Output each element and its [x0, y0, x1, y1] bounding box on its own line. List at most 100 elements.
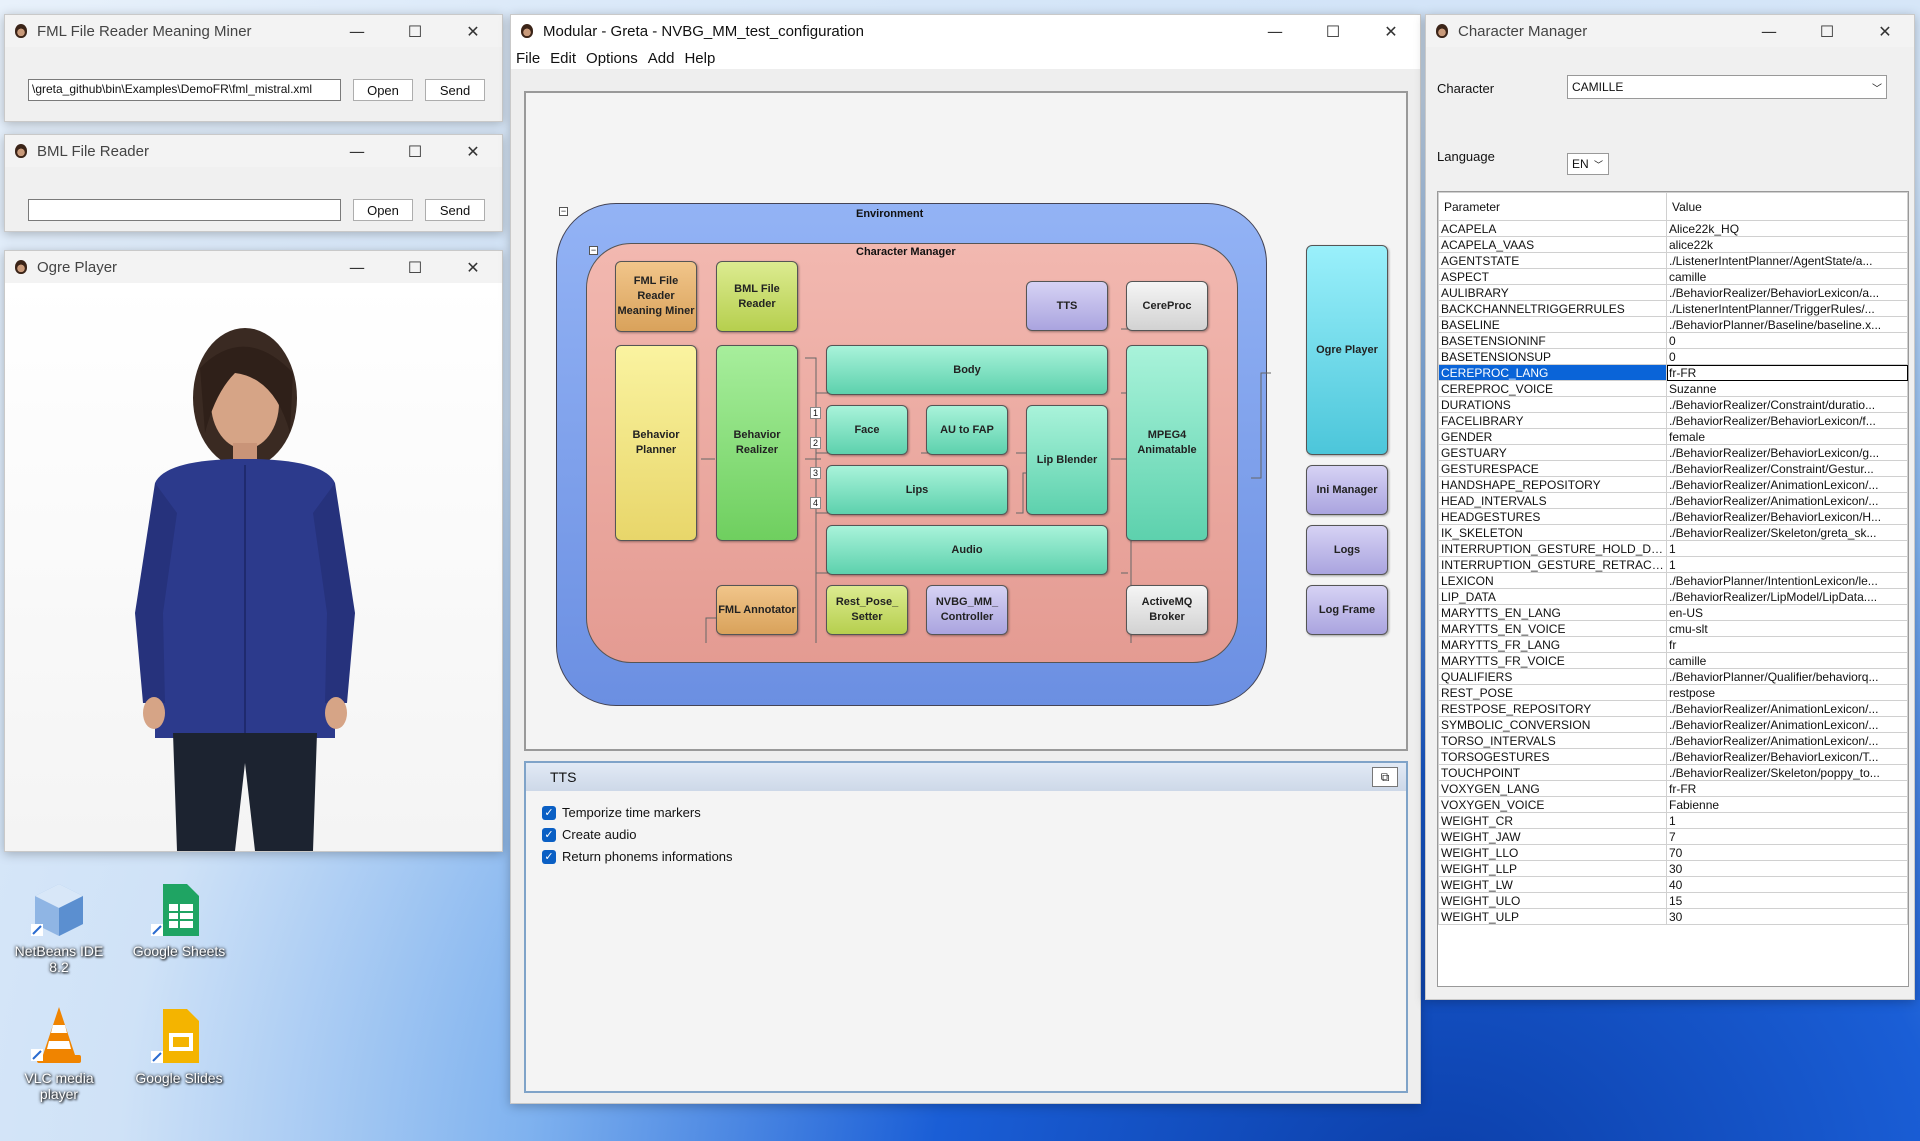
table-row[interactable]: TORSOGESTURES./BehaviorRealizer/Behavior…	[1438, 748, 1908, 765]
parameter-value-cell[interactable]: ./ListenerIntentPlanner/AgentState/a...	[1666, 252, 1908, 269]
parameter-name-cell[interactable]: CEREPROC_VOICE	[1438, 380, 1667, 397]
menu-add[interactable]: Add	[647, 49, 675, 67]
parameter-name-cell[interactable]: MARYTTS_FR_VOICE	[1438, 652, 1667, 669]
table-row[interactable]: AGENTSTATE./ListenerIntentPlanner/AgentS…	[1438, 252, 1908, 269]
parameter-name-cell[interactable]: ACAPELA	[1438, 220, 1667, 237]
character-manager-collapse-icon[interactable]: −	[589, 245, 598, 255]
restore-window-icon[interactable]: ⧉	[1372, 767, 1398, 787]
parameter-value-cell[interactable]: 0	[1666, 332, 1908, 349]
module-bml-file-reader[interactable]: BML File Reader	[716, 261, 798, 332]
module-audio[interactable]: Audio	[826, 525, 1108, 575]
menu-file[interactable]: File	[516, 49, 541, 67]
charmgr-titlebar[interactable]: Character Manager — ☐ ✕	[1426, 15, 1914, 47]
parameter-value-cell[interactable]: 1	[1666, 812, 1908, 829]
checkbox-checked-icon[interactable]: ✓	[542, 827, 556, 842]
parameter-name-cell[interactable]: WEIGHT_LLO	[1438, 844, 1667, 861]
module-rest-pose-setter[interactable]: Rest_Pose_ Setter	[826, 585, 908, 635]
desktop-icon-google-slides[interactable]: Google Slides	[124, 1005, 234, 1086]
parameter-value-cell[interactable]: Suzanne	[1666, 380, 1908, 397]
parameter-name-cell[interactable]: TOUCHPOINT	[1438, 764, 1667, 781]
parameter-value-cell[interactable]: 30	[1666, 860, 1908, 877]
module-log-frame[interactable]: Log Frame	[1306, 585, 1388, 635]
minimize-icon[interactable]: —	[1267, 21, 1283, 41]
parameter-name-cell[interactable]: WEIGHT_ULP	[1438, 908, 1667, 925]
parameter-value-cell[interactable]: 1	[1666, 540, 1908, 557]
fml-path-input[interactable]: \greta_github\bin\Examples\DemoFR\fml_mi…	[28, 79, 341, 101]
module-lip-blender[interactable]: Lip Blender	[1026, 405, 1108, 515]
table-row[interactable]: TOUCHPOINT./BehaviorRealizer/Skeleton/po…	[1438, 764, 1908, 781]
menu-options[interactable]: Options	[586, 49, 638, 67]
parameter-value-cell[interactable]: camille	[1666, 652, 1908, 669]
parameter-name-cell[interactable]: INTERRUPTION_GESTURE_HOLD_DUR	[1438, 540, 1667, 557]
table-row[interactable]: SYMBOLIC_CONVERSION./BehaviorRealizer/An…	[1438, 716, 1908, 733]
module-face[interactable]: Face	[826, 405, 908, 455]
parameter-value-cell[interactable]: ./BehaviorRealizer/BehaviorLexicon/H...	[1666, 508, 1908, 525]
table-row[interactable]: LIP_DATA./BehaviorRealizer/LipModel/LipD…	[1438, 588, 1908, 605]
parameter-value-cell[interactable]: fr-FR	[1666, 364, 1908, 381]
parameter-name-cell[interactable]: DURATIONS	[1438, 396, 1667, 413]
close-icon[interactable]: ✕	[466, 21, 480, 41]
parameter-value-cell[interactable]: en-US	[1666, 604, 1908, 621]
module-logs[interactable]: Logs	[1306, 525, 1388, 575]
close-icon[interactable]: ✕	[1878, 21, 1892, 41]
table-row[interactable]: INTERRUPTION_GESTURE_RETRACT...1	[1438, 556, 1908, 573]
parameter-value-cell[interactable]: ./BehaviorRealizer/BehaviorLexicon/f...	[1666, 412, 1908, 429]
parameter-name-cell[interactable]: HEADGESTURES	[1438, 508, 1667, 525]
table-row[interactable]: QUALIFIERS./BehaviorPlanner/Qualifier/be…	[1438, 668, 1908, 685]
module-tts[interactable]: TTS	[1026, 281, 1108, 331]
desktop-icon-google-sheets[interactable]: Google Sheets	[124, 880, 234, 959]
parameter-value-cell[interactable]: ./BehaviorRealizer/AnimationLexicon/...	[1666, 732, 1908, 749]
parameter-value-cell[interactable]: ./BehaviorRealizer/BehaviorLexicon/T...	[1666, 748, 1908, 765]
minimize-icon[interactable]: —	[349, 21, 365, 41]
parameter-name-cell[interactable]: WEIGHT_JAW	[1438, 828, 1667, 845]
maximize-icon[interactable]: ☐	[407, 257, 423, 277]
maximize-icon[interactable]: ☐	[1325, 21, 1341, 41]
fml-send-button[interactable]: Send	[425, 79, 485, 101]
parameter-value-cell[interactable]: 7	[1666, 828, 1908, 845]
parameter-name-cell[interactable]: AGENTSTATE	[1438, 252, 1667, 269]
maximize-icon[interactable]: ☐	[1819, 21, 1835, 41]
avatar-viewport[interactable]	[5, 283, 502, 851]
parameter-value-cell[interactable]: 40	[1666, 876, 1908, 893]
parameter-name-cell[interactable]: ACAPELA_VAAS	[1438, 236, 1667, 253]
checkbox-checked-icon[interactable]: ✓	[542, 805, 556, 820]
parameter-name-cell[interactable]: VOXYGEN_VOICE	[1438, 796, 1667, 813]
parameter-name-cell[interactable]: TORSOGESTURES	[1438, 748, 1667, 765]
parameter-value-cell[interactable]: ./BehaviorRealizer/BehaviorLexicon/a...	[1666, 284, 1908, 301]
desktop-icon-netbeans[interactable]: NetBeans IDE 8.2	[4, 880, 114, 975]
parameter-name-cell[interactable]: QUALIFIERS	[1438, 668, 1667, 685]
parameter-value-cell[interactable]: ./BehaviorRealizer/AnimationLexicon/...	[1666, 476, 1908, 493]
parameter-value-cell[interactable]: 70	[1666, 844, 1908, 861]
parameter-value-cell[interactable]: 15	[1666, 892, 1908, 909]
table-row[interactable]: HEADGESTURES./BehaviorRealizer/BehaviorL…	[1438, 508, 1908, 525]
parameter-value-cell[interactable]: ./BehaviorRealizer/AnimationLexicon/...	[1666, 492, 1908, 509]
module-cereproc[interactable]: CereProc	[1126, 281, 1208, 331]
parameter-name-cell[interactable]: WEIGHT_LW	[1438, 876, 1667, 893]
parameter-value-cell[interactable]: ./BehaviorRealizer/AnimationLexicon/...	[1666, 716, 1908, 733]
parameter-name-cell[interactable]: GESTURESPACE	[1438, 460, 1667, 477]
parameter-name-cell[interactable]: TORSO_INTERVALS	[1438, 732, 1667, 749]
parameter-name-cell[interactable]: INTERRUPTION_GESTURE_RETRACT...	[1438, 556, 1667, 573]
parameter-value-cell[interactable]: ./BehaviorRealizer/Constraint/Gestur...	[1666, 460, 1908, 477]
parameter-value-cell[interactable]: ./BehaviorRealizer/Skeleton/poppy_to...	[1666, 764, 1908, 781]
table-row[interactable]: HANDSHAPE_REPOSITORY./BehaviorRealizer/A…	[1438, 476, 1908, 493]
parameter-value-cell[interactable]: ./BehaviorRealizer/LipModel/LipData....	[1666, 588, 1908, 605]
close-icon[interactable]: ✕	[1384, 21, 1398, 41]
parameter-value-cell[interactable]: ./BehaviorRealizer/AnimationLexicon/...	[1666, 700, 1908, 717]
parameter-name-cell[interactable]: SYMBOLIC_CONVERSION	[1438, 716, 1667, 733]
parameter-value-cell[interactable]: cmu-slt	[1666, 620, 1908, 637]
desktop-icon-vlc[interactable]: VLC media player	[4, 1005, 114, 1102]
fml-titlebar[interactable]: FML File Reader Meaning Miner — ☐ ✕	[5, 15, 502, 47]
parameter-name-cell[interactable]: LEXICON	[1438, 572, 1667, 589]
module-au-to-fap[interactable]: AU to FAP	[926, 405, 1008, 455]
module-behavior-planner[interactable]: Behavior Planner	[615, 345, 697, 541]
